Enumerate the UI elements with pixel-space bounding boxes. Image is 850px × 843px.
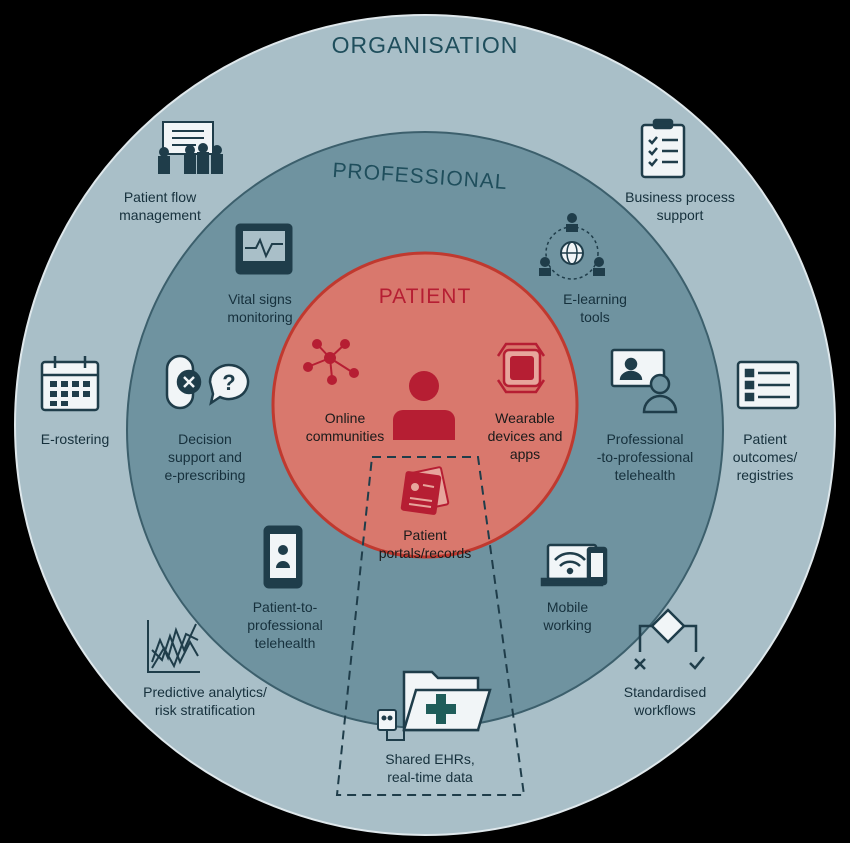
registry-list-icon [736,360,800,410]
patient-flow-icon [158,121,223,174]
decision-support-icon: ? [165,354,250,410]
patient-flow-label: Patient flow management [119,189,201,223]
predictive-analytics-label: Predictive analytics/ risk stratificatio… [143,684,267,718]
wearables-label: Wearable devices and apps [487,410,563,462]
ehr-folder-icon [402,670,492,732]
organisation-title: ORGANISATION [331,32,519,58]
online-communities-label: Online communities [305,410,385,444]
patient-ring [271,251,579,559]
vital-signs-monitor-icon [235,223,293,275]
patient-portals-label: Patient portals/records [378,527,472,561]
e-rostering-label: E-rostering [40,431,110,447]
power-plug-icon [377,709,405,741]
patient-person-icon [393,371,455,440]
e-learning-network-icon [539,213,605,280]
shared-ehr-label: Shared EHRs, real-time data [385,751,475,785]
smartphone-icon [263,525,303,589]
smartwatch-icon [496,342,546,394]
mobile-working-label: Mobile working [543,599,592,633]
business-process-label: Business process support [625,189,735,223]
analytics-graph-icon [147,620,200,673]
standardised-workflows-label: Standardised workflows [623,684,707,718]
decision-support-label: Decision support and e-prescribing [164,431,246,483]
telehealth-screen-icon [610,348,678,414]
patient-title: PATIENT [378,285,472,308]
patient-outcomes-label: Patient outcomes/ registries [732,431,798,483]
vital-signs-label: Vital signs monitoring [227,291,293,325]
pro-to-pro-telehealth-label: Professional -to-professional telehealth [596,431,694,483]
patient-to-pro-telehealth-label: Patient-to- professional telehealth [247,599,323,651]
e-learning-label: E-learning tools [563,291,627,325]
patient-record-icon [400,466,450,515]
online-communities-icon [303,339,359,385]
calendar-icon [40,356,100,412]
svg-text:?: ? [222,370,235,395]
mobile-working-icon [540,543,608,587]
workflow-diamond-icon [634,608,705,670]
clipboard-checklist-icon [640,118,686,179]
